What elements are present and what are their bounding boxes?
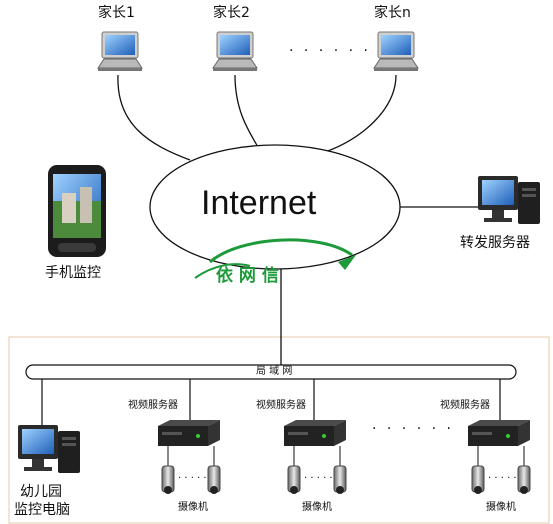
camera-icon: [207, 465, 221, 494]
laptop-icon-2: [212, 31, 258, 71]
video-server-label-3: 视频服务器: [440, 400, 490, 411]
video-server-label-2: 视频服务器: [256, 400, 306, 411]
parent-label-1: 家长1: [98, 5, 135, 21]
internet-ellipse: [149, 144, 401, 270]
smartphone-icon: [48, 165, 106, 257]
link-parent-1: [117, 74, 191, 161]
parents-ellipsis: · · · · · ·: [289, 43, 371, 59]
relay-server-label: 转发服务器: [460, 235, 530, 251]
kindergarten-pc-label-line1: 幼儿园: [20, 484, 62, 500]
link-parent-n: [324, 74, 397, 153]
laptop-icon-n: [373, 31, 419, 71]
kindergarten-frame: [8, 336, 550, 524]
internet-label: Internet: [201, 184, 317, 222]
camera-dots-1: · · · · ·: [178, 473, 207, 484]
camera-dots-3: · · · · ·: [488, 473, 517, 484]
lan-bus: [25, 364, 517, 380]
video-server-label-1: 视频服务器: [128, 400, 178, 411]
camera-label-3: 摄像机: [486, 502, 516, 513]
relay-server-pc-icon: [478, 176, 540, 224]
link-parent-2: [234, 74, 259, 148]
camera-icon: [161, 465, 175, 494]
camera-icon: [333, 465, 347, 494]
watermark-logo: [194, 238, 356, 279]
camera-icon: [517, 465, 531, 494]
video-servers-ellipsis: · · · · · ·: [372, 421, 454, 437]
lan-label: 局 域 网: [256, 366, 293, 377]
video-server-icon-2: [284, 420, 346, 446]
video-server-icon-3: [468, 420, 530, 446]
watermark-text: 依 网 信: [216, 266, 279, 286]
mobile-monitor-label: 手机监控: [45, 265, 101, 281]
parent-label-n: 家长n: [374, 5, 411, 21]
lan-drops: [41, 379, 501, 425]
video-server-icon-1: [158, 420, 220, 446]
laptop-icon-1: [97, 31, 143, 71]
camera-icon: [287, 465, 301, 494]
camera-wires: [167, 446, 525, 466]
kindergarten-pc-label-line2: 监控电脑: [14, 502, 70, 518]
wan-links: [117, 74, 478, 365]
camera-label-1: 摄像机: [178, 502, 208, 513]
camera-dots-2: · · · · ·: [304, 473, 333, 484]
camera-label-2: 摄像机: [302, 502, 332, 513]
camera-icon: [471, 465, 485, 494]
kindergarten-pc-icon: [18, 425, 80, 473]
parent-label-2: 家长2: [213, 5, 250, 21]
